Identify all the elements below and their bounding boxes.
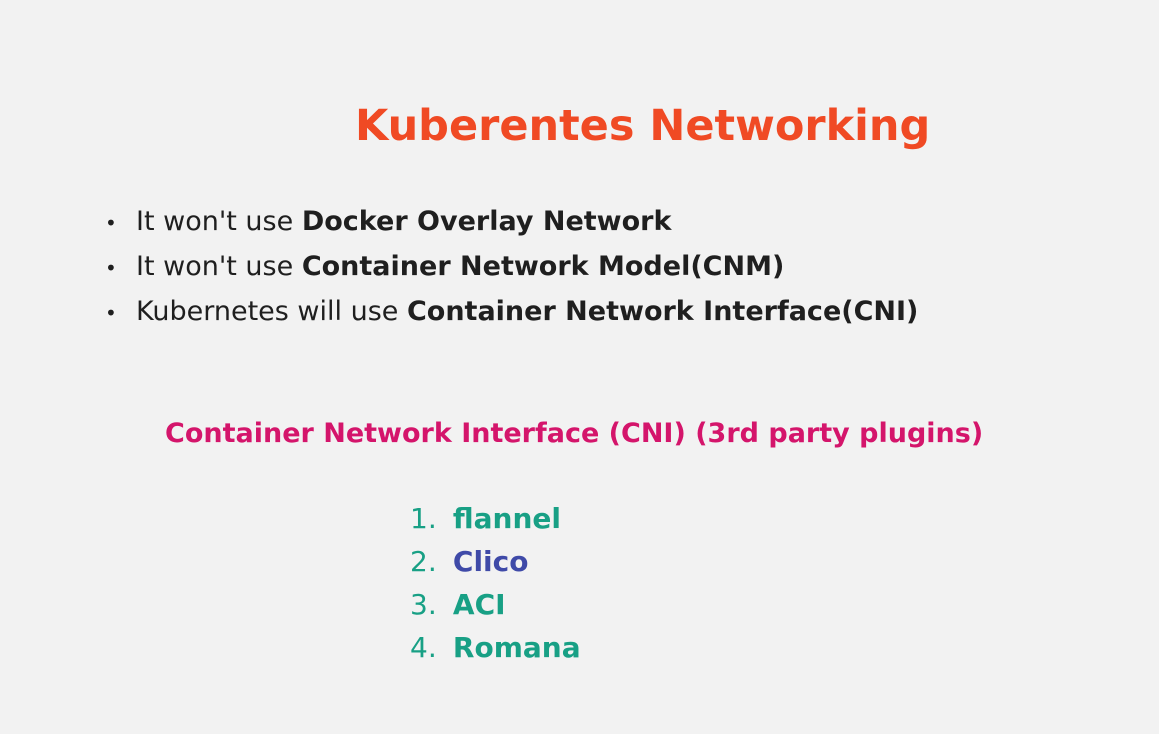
- bullet-prefix: Kubernetes will use: [136, 296, 407, 327]
- plugin-item: 1. flannel: [410, 497, 581, 540]
- bullet-emphasis: Docker Overlay Network: [301, 206, 672, 237]
- bullet-dot-icon: •: [105, 301, 117, 325]
- section-subtitle: Container Network Interface (CNI) (3rd p…: [165, 418, 984, 449]
- bullet-dot-icon: •: [105, 256, 117, 280]
- bullet-prefix: It won't use: [136, 206, 302, 237]
- bullet-emphasis: Container Network Model(CNM): [301, 251, 785, 282]
- plugin-name: ACI: [452, 588, 506, 621]
- plugin-number: 1.: [410, 502, 437, 535]
- bullet-emphasis: Container Network Interface(CNI): [406, 296, 919, 327]
- bullet-item: • Kubernetes will use Container Network …: [105, 290, 918, 335]
- plugin-name: Romana: [452, 631, 581, 664]
- plugin-list: 1. flannel 2. Clico 3. ACI 4. Romana: [410, 497, 581, 669]
- plugin-number: 2.: [410, 545, 437, 578]
- bullet-item: • It won't use Docker Overlay Network: [105, 200, 918, 245]
- plugin-name: flannel: [452, 502, 562, 535]
- slide-title: Kuberentes Networking: [355, 101, 931, 151]
- plugin-name: Clico: [452, 545, 529, 578]
- bullet-dot-icon: •: [105, 211, 117, 235]
- bullet-item: • It won't use Container Network Model(C…: [105, 245, 918, 290]
- bullet-prefix: It won't use: [136, 251, 302, 282]
- plugin-item: 3. ACI: [410, 583, 581, 626]
- plugin-number: 4.: [410, 631, 437, 664]
- bullet-list: • It won't use Docker Overlay Network • …: [105, 200, 918, 335]
- plugin-item: 2. Clico: [410, 540, 581, 583]
- plugin-item: 4. Romana: [410, 626, 581, 669]
- plugin-number: 3.: [410, 588, 437, 621]
